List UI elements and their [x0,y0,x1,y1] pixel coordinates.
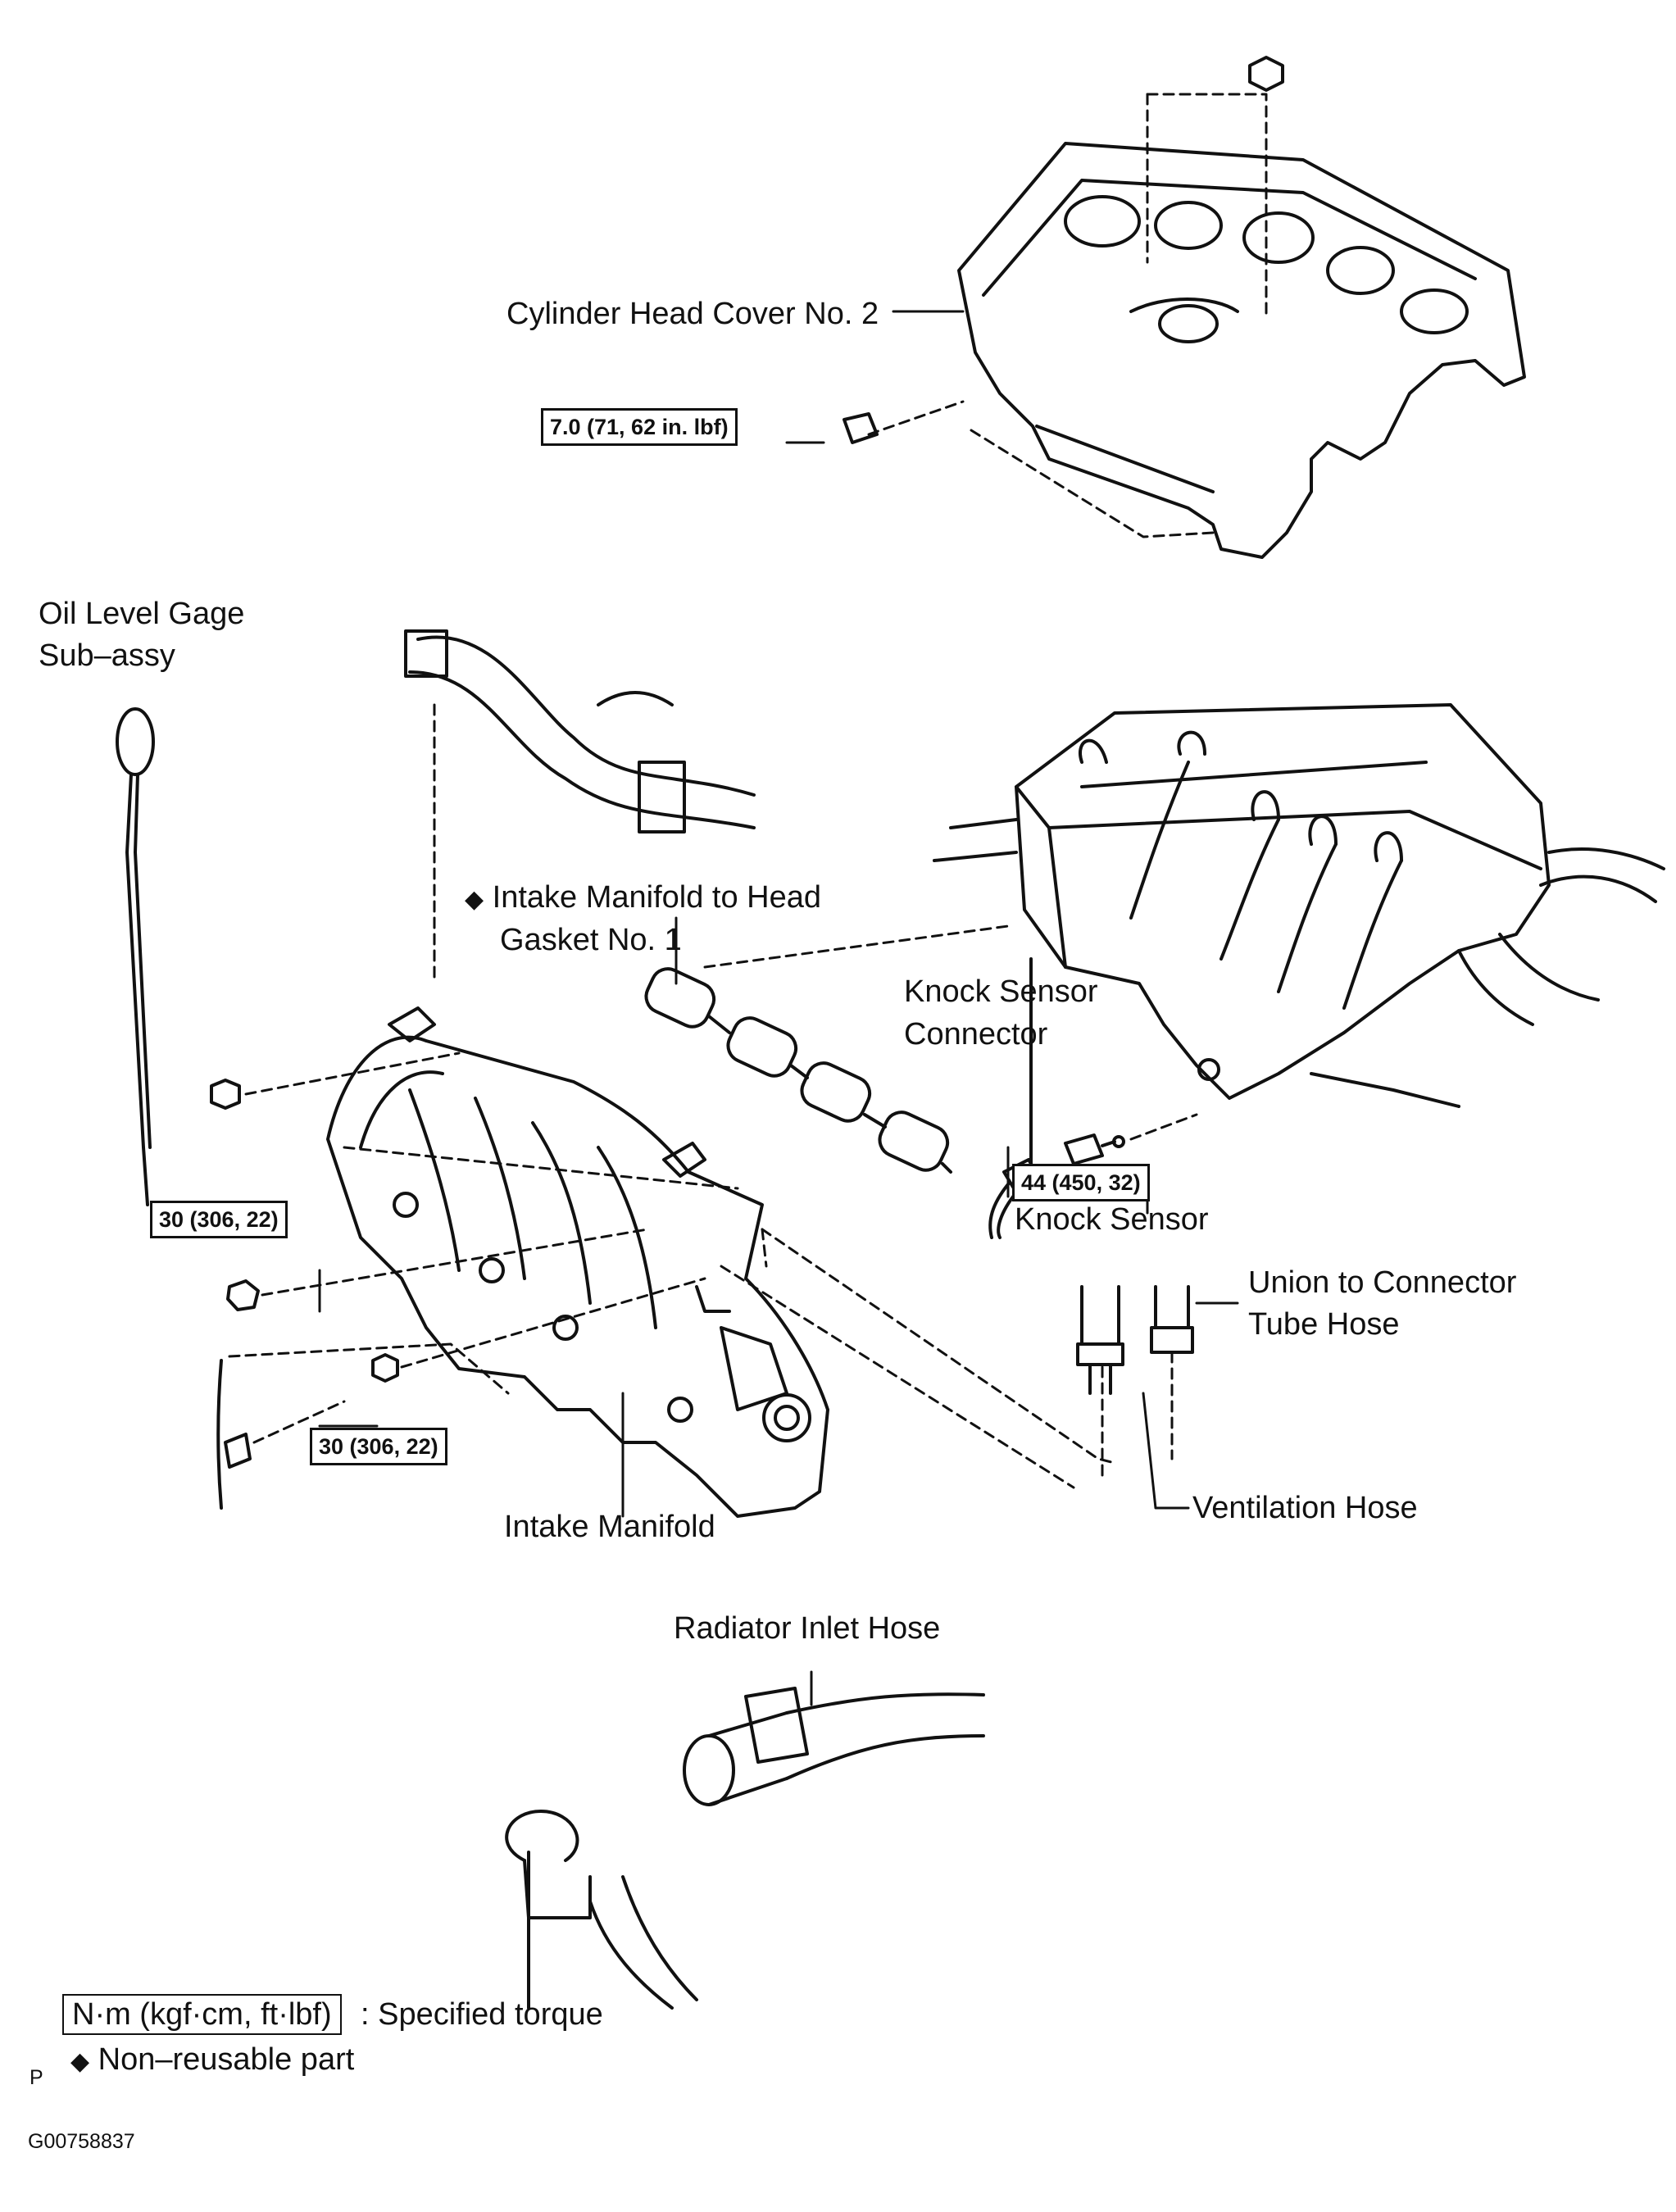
legend-nonreusable: ◆ Non–reusable part [70,2041,354,2081]
upper-hose-drawing [404,629,756,833]
knock-sensor-connector-label-2: Connector [904,1017,1048,1051]
legend-torque-unit: N·m (kgf·cm, ft·lbf) [62,1994,342,2035]
torque-manifold-bolt: 30 (306, 22) [150,1201,288,1238]
page-letter: P [30,2066,43,2089]
torque-knock-sensor: 44 (450, 32) [1012,1164,1150,1201]
engine-block-drawing [933,703,1665,1108]
knock-sensor-label: Knock Sensor [1015,1202,1209,1237]
gasket-label-2: Gasket No. 1 [500,923,682,957]
union-hose-label-2: Tube Hose [1248,1307,1400,1342]
gasket-drawing [644,967,952,1174]
union-hose-label-1: Union to Connector [1248,1265,1517,1300]
radiator-hose-drawing [505,1687,985,2010]
oil-level-gage-drawing [116,707,155,1206]
torque-manifold-nut: 30 (306, 22) [310,1428,447,1465]
oil-level-gage-label-2: Sub–assy [39,638,175,673]
intake-manifold-label: Intake Manifold [504,1510,715,1544]
cylinder-head-cover-drawing [957,142,1526,559]
radiator-inlet-hose-label: Radiator Inlet Hose [674,1611,941,1646]
ventilation-hose-label: Ventilation Hose [1192,1491,1418,1525]
knock-sensor-connector-label-1: Knock Sensor [904,974,1098,1009]
cylinder-head-cover-label: Cylinder Head Cover No. 2 [506,297,879,331]
gasket-label-1: ◆ Intake Manifold to Head [465,877,821,920]
figure-id: G00758837 [28,2130,135,2153]
gasket-label-text-1: Intake Manifold to Head [492,880,821,915]
intake-manifold-drawing [326,1006,829,1518]
ventilation-hose-drawing [1076,1285,1194,1395]
legend-nonreusable-desc: Non–reusable part [98,2042,355,2077]
nonreusable-symbol: ◆ [465,886,484,913]
torque-head-cover-nut: 7.0 (71, 62 in. lbf) [541,408,738,446]
oil-level-gage-label-1: Oil Level Gage [39,597,245,631]
legend-nonreusable-symbol: ◆ [70,2048,90,2075]
legend-torque-desc: : Specified torque [361,1997,603,2032]
